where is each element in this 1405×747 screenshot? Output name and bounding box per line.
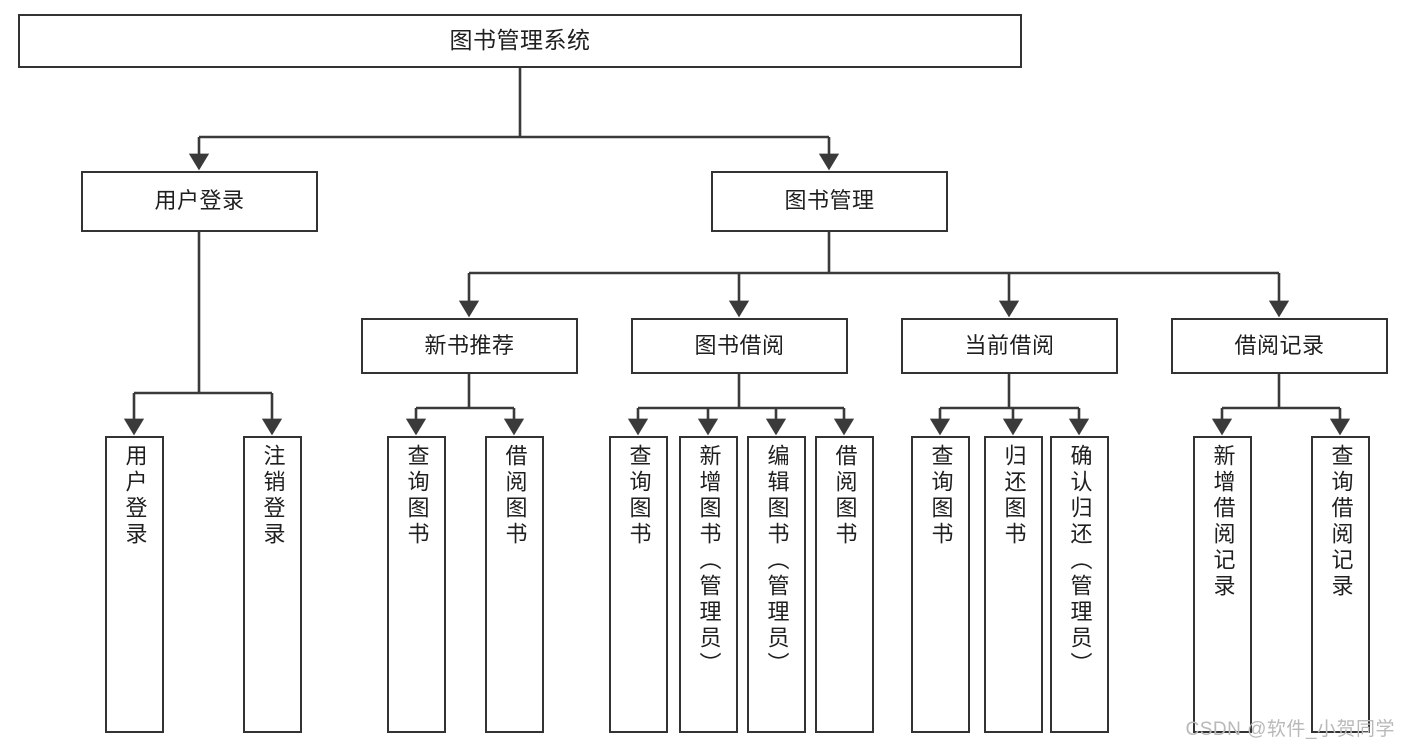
node-root[interactable]: 图书管理系统	[18, 14, 1022, 68]
node-leaf-edit-book-admin[interactable]: 编辑图书（管理员）	[747, 436, 806, 733]
node-label-leaf-query-borrow-record: 查询借阅记录	[1328, 444, 1354, 600]
node-label-leaf-return-book: 归还图书	[1001, 444, 1027, 548]
node-leaf-confirm-return-admin[interactable]: 确认归还（管理员）	[1050, 436, 1109, 733]
node-leaf-add-book-admin[interactable]: 新增图书（管理员）	[679, 436, 738, 733]
node-label-leaf-confirm-return-admin: 确认归还（管理员）	[1067, 444, 1093, 678]
node-label-new-book-recommend: 新书推荐	[424, 332, 515, 358]
node-book-borrow[interactable]: 图书借阅	[631, 318, 848, 374]
node-label-book-borrow: 图书借阅	[694, 332, 785, 358]
node-label-user-login: 用户登录	[154, 188, 245, 214]
node-label-leaf-borrow-book-1: 借阅图书	[502, 444, 528, 548]
node-new-book-recommend[interactable]: 新书推荐	[361, 318, 578, 374]
node-label-leaf-add-book-admin: 新增图书（管理员）	[696, 444, 722, 678]
node-label-current-borrow: 当前借阅	[964, 332, 1055, 358]
node-label-leaf-logout-login: 注销登录	[260, 444, 286, 548]
node-leaf-user-login[interactable]: 用户登录	[105, 436, 164, 733]
node-label-leaf-add-borrow-record: 新增借阅记录	[1210, 444, 1236, 600]
node-current-borrow[interactable]: 当前借阅	[901, 318, 1118, 374]
csdn-watermark: CSDN @软件_小贺同学	[1185, 719, 1395, 740]
node-leaf-add-borrow-record[interactable]: 新增借阅记录	[1193, 436, 1252, 733]
node-label-leaf-query-book-2: 查询图书	[626, 444, 652, 548]
node-user-login[interactable]: 用户登录	[81, 171, 318, 232]
node-leaf-query-book-3[interactable]: 查询图书	[911, 436, 970, 733]
node-leaf-return-book[interactable]: 归还图书	[984, 436, 1043, 733]
node-label-leaf-edit-book-admin: 编辑图书（管理员）	[764, 444, 790, 678]
node-label-leaf-user-login: 用户登录	[122, 444, 148, 548]
node-leaf-borrow-book-1[interactable]: 借阅图书	[485, 436, 544, 733]
node-label-borrow-record: 借阅记录	[1234, 332, 1325, 358]
node-leaf-query-borrow-record[interactable]: 查询借阅记录	[1311, 436, 1370, 733]
node-leaf-query-book-2[interactable]: 查询图书	[609, 436, 668, 733]
node-label-book-management: 图书管理	[784, 188, 875, 214]
node-label-leaf-borrow-book-2: 借阅图书	[832, 444, 858, 548]
node-label-root: 图书管理系统	[449, 27, 591, 54]
node-leaf-borrow-book-2[interactable]: 借阅图书	[815, 436, 874, 733]
node-book-management[interactable]: 图书管理	[711, 171, 948, 232]
node-borrow-record[interactable]: 借阅记录	[1171, 318, 1388, 374]
node-label-leaf-query-book-3: 查询图书	[928, 444, 954, 548]
node-leaf-logout-login[interactable]: 注销登录	[243, 436, 302, 733]
node-leaf-query-book-1[interactable]: 查询图书	[387, 436, 446, 733]
node-label-leaf-query-book-1: 查询图书	[404, 444, 430, 548]
